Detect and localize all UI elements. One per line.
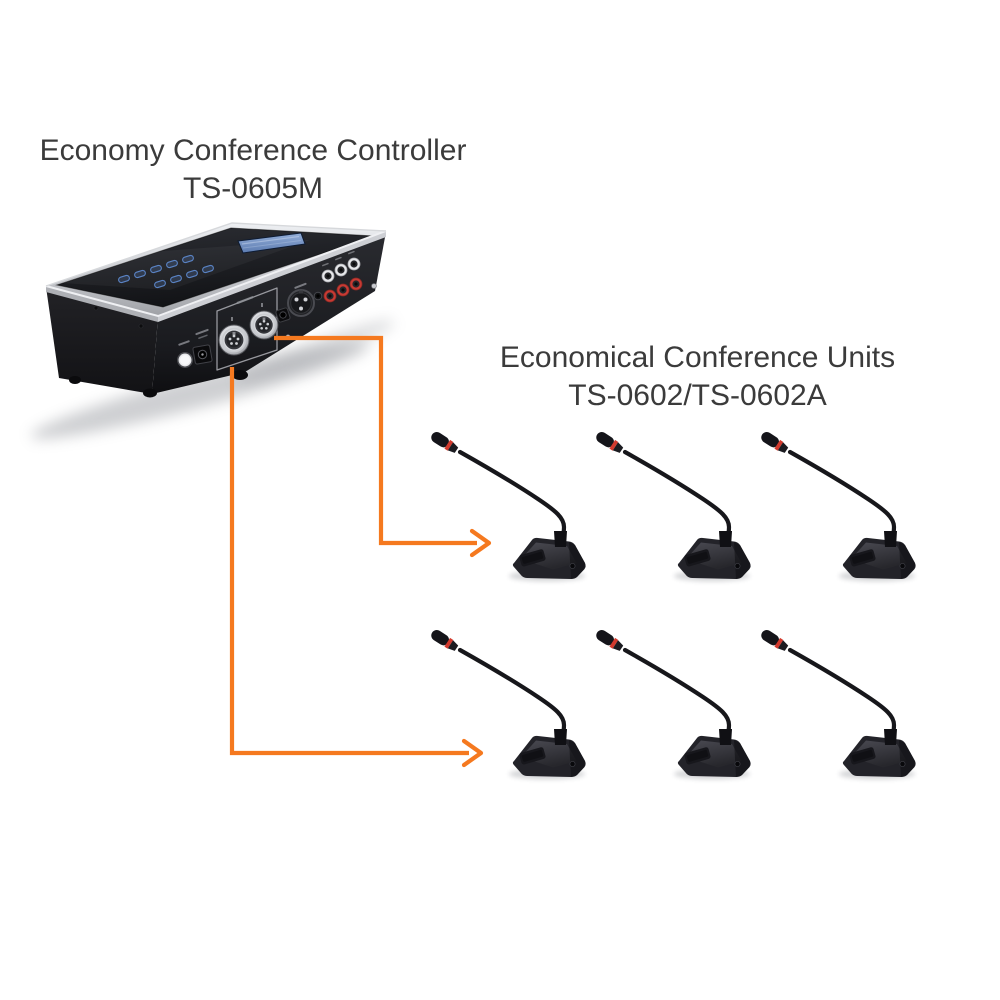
rca-jack-red-3 (349, 277, 363, 291)
rca-jack-white-2 (334, 263, 348, 277)
arrowhead-icon (469, 528, 492, 558)
rca-jack-red-2 (336, 283, 350, 297)
conference-unit-6 (759, 628, 915, 780)
controller-title: Economy Conference Controller TS-0605M (0, 132, 506, 208)
connection-arrow-1 (274, 335, 492, 558)
din-output-1 (218, 324, 250, 356)
device-feet (69, 370, 248, 398)
connection-arrows (229, 335, 492, 768)
rim-band-right (158, 231, 386, 322)
conference-unit-1 (429, 430, 585, 582)
lcd-display (237, 232, 306, 254)
conference-unit-3 (759, 430, 915, 582)
small-jack (313, 291, 323, 301)
rca-jacks (321, 250, 363, 303)
conference-units (429, 430, 915, 780)
controller-title-line1: Economy Conference Controller (39, 134, 467, 167)
arrowhead-icon (461, 738, 484, 768)
xlr-label-mark (294, 282, 307, 289)
conference-unit-2 (594, 430, 750, 582)
aux-socket (275, 307, 291, 323)
rca-jack-white-3 (347, 257, 361, 271)
units-title: Economical Conference Units TS-0602/TS-0… (445, 339, 950, 415)
conference-unit-5 (594, 628, 750, 780)
rim-highlight-edge (45, 230, 387, 318)
power-button (177, 352, 193, 368)
din1-number-mark (231, 317, 233, 321)
xlr-connector (287, 289, 315, 317)
units-model-number: TS-0602/TS-0602A (568, 379, 827, 412)
dc-label-mark (195, 328, 209, 336)
conference-unit-4 (429, 628, 585, 780)
front-screw-2 (138, 323, 144, 329)
units-title-line1: Economical Conference Units (499, 341, 896, 374)
din-section-outline (216, 287, 278, 371)
din2-number-mark (261, 303, 263, 307)
dc-label-mark2 (198, 334, 208, 339)
controller-model-number: TS-0605M (182, 172, 324, 205)
connection-arrow-2 (229, 367, 484, 768)
din-output-2 (249, 310, 279, 340)
rca-jack-white-1 (321, 269, 335, 283)
rim-back-edge (45, 222, 387, 287)
front-screw-1 (93, 305, 99, 311)
rim-band-left (46, 286, 158, 322)
back-panel-ports (177, 250, 377, 371)
dc-jack (192, 344, 213, 365)
panel-screw-2 (371, 283, 377, 289)
din-section-label-mark (236, 296, 254, 305)
controller-top-panel (45, 222, 387, 322)
power-label-mark (178, 340, 190, 346)
rca-jack-red-1 (323, 289, 337, 303)
touch-buttons (118, 254, 214, 289)
